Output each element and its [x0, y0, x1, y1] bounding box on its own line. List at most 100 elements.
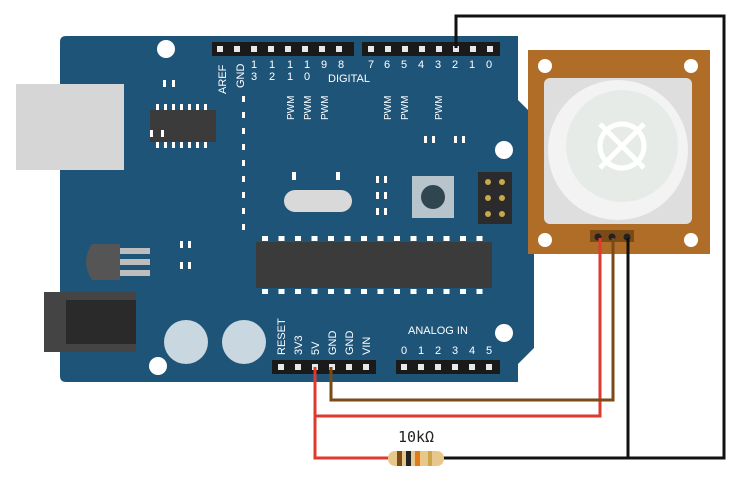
power-pin-label-5v: 5V [310, 341, 322, 355]
crystal-oscillator [284, 190, 352, 212]
pin-label-11-a: 1 [287, 59, 293, 71]
resistor-value-label: 10kΩ [398, 428, 434, 446]
header-socket [436, 46, 442, 52]
pir-mount-hole [684, 233, 698, 247]
power-pin-label-vin: VIN [361, 337, 373, 355]
pwm-label-3: PWM [434, 96, 445, 120]
analog-pin-label-0: 0 [401, 345, 407, 357]
chip-pin [410, 236, 417, 241]
pin-label-13-b: 3 [251, 71, 257, 83]
pir-mount-hole [684, 59, 698, 73]
pwm-label-11: PWM [286, 96, 297, 120]
chip-pin [394, 289, 400, 294]
pir-mount-hole [538, 233, 552, 247]
header-socket [278, 364, 284, 370]
digital-section-label: DIGITAL [328, 73, 370, 85]
power-pin-label-gnd-2: GND [344, 331, 356, 356]
aref-label: AREF [217, 64, 229, 94]
voltage-regulator [86, 244, 150, 280]
mounting-hole [495, 141, 513, 159]
pin-label-7: 7 [368, 59, 374, 71]
pin-label-1: 1 [469, 59, 475, 71]
usb-connector [16, 84, 124, 170]
power-pin-label-3v3: 3V3 [293, 335, 305, 355]
header-socket [486, 364, 492, 370]
wire-brown-gnd [329, 238, 615, 402]
pwm-label-10: PWM [303, 96, 314, 120]
analog-pin-label-1: 1 [418, 345, 424, 357]
analog-pin-label-5: 5 [486, 345, 492, 357]
header-socket [385, 46, 391, 52]
chip-pin [262, 236, 268, 241]
chip-pin [262, 289, 268, 294]
header-socket [435, 364, 441, 370]
header-socket [285, 46, 291, 52]
pwm-label-6: PWM [383, 96, 394, 120]
chip-pin [394, 236, 400, 241]
chip-pin [377, 236, 384, 241]
usb-chip [150, 104, 216, 148]
pin-label-12-a: 1 [269, 59, 275, 71]
chip-pin [361, 289, 367, 294]
pwm-label-5: PWM [400, 96, 411, 120]
analog-section-label: ANALOG IN [408, 325, 468, 337]
capacitor [222, 320, 266, 364]
analog-pin-labels: 0 1 2 3 4 5 [401, 345, 492, 357]
pin-label-9: 9 [321, 59, 327, 71]
pir-lens-facets [597, 121, 647, 171]
resistor [388, 451, 444, 466]
header-socket [295, 364, 301, 370]
header-socket [418, 364, 424, 370]
header-socket [319, 46, 325, 52]
analog-pin-label-2: 2 [435, 345, 441, 357]
header-socket [452, 364, 458, 370]
pin-label-12-b: 2 [269, 71, 275, 83]
wire-red-resistor [313, 416, 392, 460]
header-socket [469, 364, 475, 370]
capacitor [164, 320, 208, 364]
header-socket [487, 46, 493, 52]
crystal-pad [292, 172, 296, 180]
chip-pin [377, 289, 384, 294]
pin-label-10-a: 1 [304, 59, 310, 71]
chip-pin [328, 289, 334, 294]
header-socket [401, 364, 407, 370]
chip-pin [361, 236, 367, 241]
chip-pin [311, 236, 318, 241]
pin-label-11-b: 1 [287, 71, 293, 83]
chip-pin [278, 236, 285, 241]
analog-pin-label-4: 4 [469, 345, 475, 357]
header-socket [302, 46, 308, 52]
pin-label-6: 6 [384, 59, 390, 71]
header-socket [234, 46, 240, 52]
chip-pin [460, 236, 466, 241]
header-socket [368, 46, 374, 52]
pir-mount-hole [538, 59, 552, 73]
chip-pin [476, 236, 483, 241]
power-header [272, 360, 376, 374]
header-socket [251, 46, 257, 52]
pin-label-4: 4 [418, 59, 424, 71]
header-socket [419, 46, 425, 52]
pwm-label-9: PWM [320, 96, 331, 120]
pin-label-13-a: 1 [251, 59, 257, 71]
chip-pin [328, 236, 334, 241]
chip-pin [278, 289, 285, 294]
crystal-pad [336, 172, 340, 180]
pir-sensor [528, 50, 710, 254]
wire-black-signal-to-pin2 [454, 14, 726, 460]
reset-button [412, 176, 454, 218]
gnd-label: GND [235, 64, 247, 89]
power-pin-label-gnd-1: GND [327, 331, 339, 356]
header-socket [470, 46, 476, 52]
mounting-hole [149, 357, 167, 375]
chip-pin [311, 289, 318, 294]
power-pin-label-reset: RESET [276, 318, 288, 355]
power-pin-labels: RESET 3V3 5V GND GND VIN [276, 318, 373, 355]
chip-pin [344, 236, 351, 241]
chip-pin [344, 289, 351, 294]
header-socket [363, 364, 369, 370]
chip-pin [443, 289, 450, 294]
mounting-hole [157, 40, 175, 58]
chip-pin [427, 289, 433, 294]
